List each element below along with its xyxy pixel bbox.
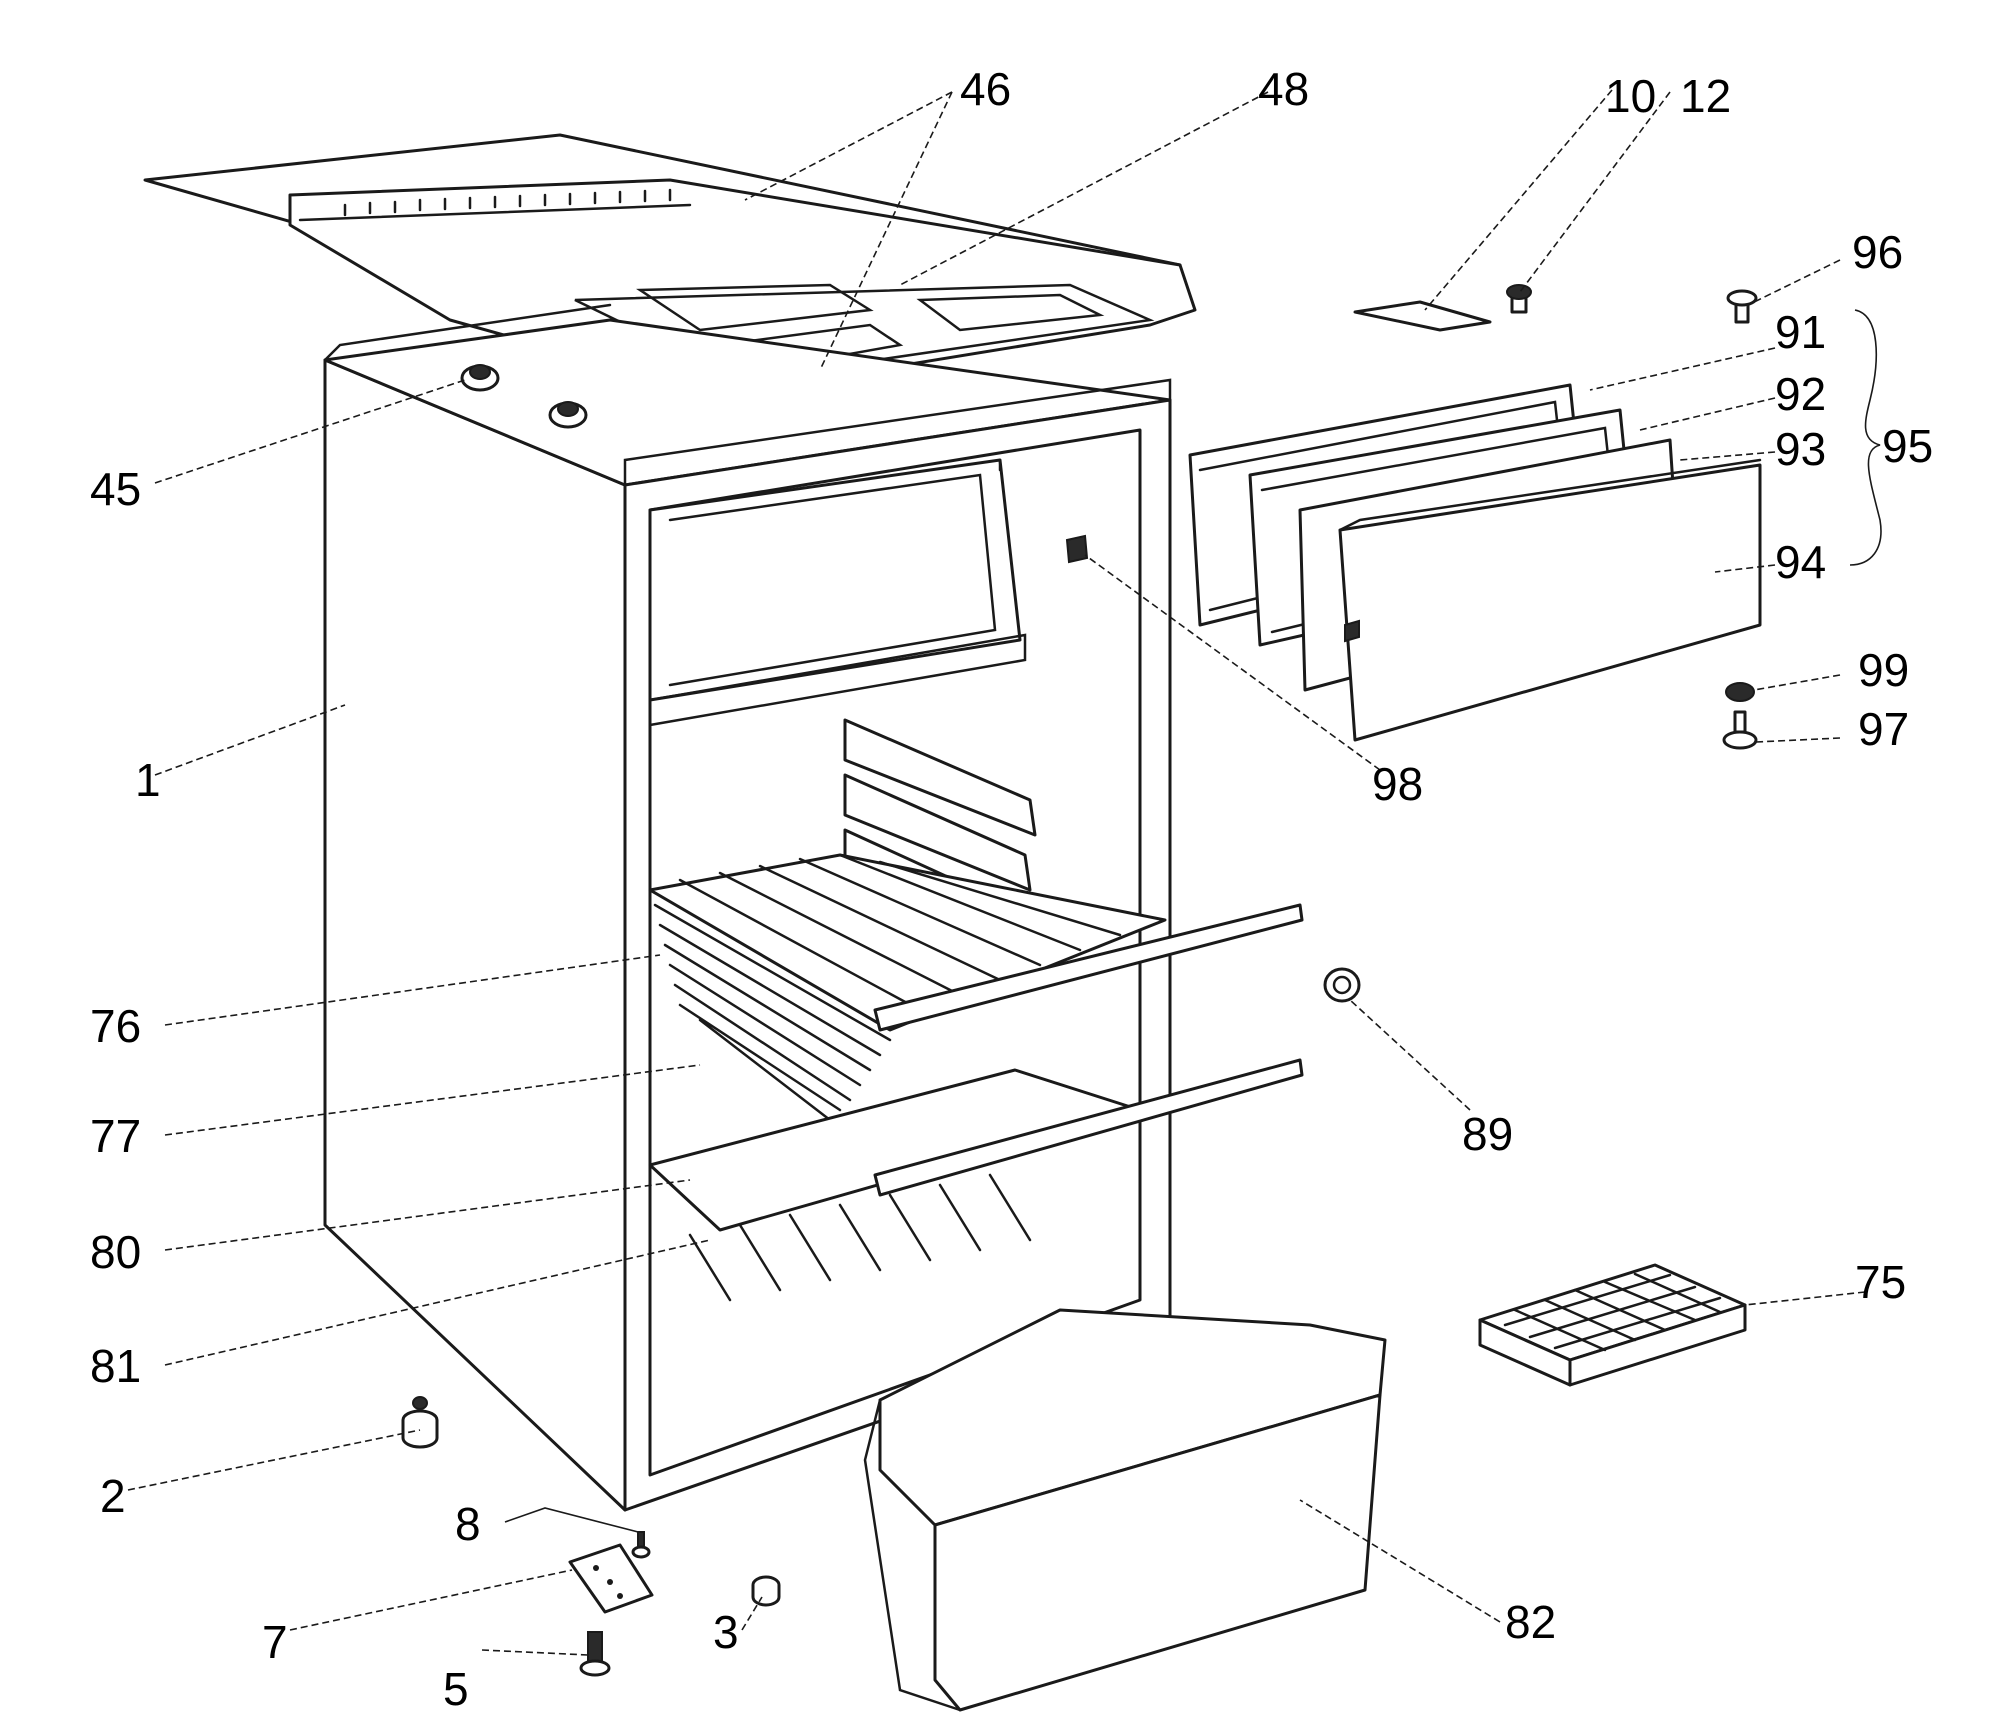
callout-3: 3 <box>713 1606 739 1658</box>
callout-2: 2 <box>100 1470 126 1522</box>
callout-98: 98 <box>1372 758 1423 810</box>
door-bin <box>863 1308 1387 1712</box>
callout-99: 99 <box>1858 644 1909 696</box>
callout-94: 94 <box>1775 536 1826 588</box>
crisper-grille <box>688 1173 1032 1302</box>
callout-10: 10 <box>1605 70 1656 122</box>
callout-7: 7 <box>262 1616 288 1668</box>
glass-shelf <box>648 1058 1304 1232</box>
small-parts <box>401 284 1758 1677</box>
callout-82: 82 <box>1505 1596 1556 1648</box>
callout-45: 45 <box>90 463 141 515</box>
freezer-compartment <box>648 458 1027 727</box>
callout-96: 96 <box>1852 226 1903 278</box>
callout-89: 89 <box>1462 1108 1513 1160</box>
callout-93: 93 <box>1775 423 1826 475</box>
wire-shelf <box>648 853 1304 1122</box>
freezer-door-assembly <box>1188 383 1762 742</box>
callout-95: 95 <box>1882 420 1933 472</box>
callout-97: 97 <box>1858 703 1909 755</box>
callout-46: 46 <box>960 63 1011 115</box>
callout-8: 8 <box>455 1498 481 1550</box>
callout-77: 77 <box>90 1110 141 1162</box>
callout-1: 1 <box>135 754 161 806</box>
ice-tray <box>1478 1263 1747 1387</box>
callout-91: 91 <box>1775 306 1826 358</box>
callout-92: 92 <box>1775 368 1826 420</box>
callout-12: 12 <box>1680 70 1731 122</box>
callout-80: 80 <box>90 1226 141 1278</box>
top-cover <box>143 133 1197 397</box>
callout-75: 75 <box>1855 1256 1906 1308</box>
callout-81: 81 <box>90 1340 141 1392</box>
callout-76: 76 <box>90 1000 141 1052</box>
leader-lines <box>127 89 1882 1656</box>
callout-5: 5 <box>443 1663 469 1715</box>
callout-labels: 1 2 3 5 7 8 10 12 45 46 48 75 76 77 80 8… <box>90 63 1933 1715</box>
callout-48: 48 <box>1258 63 1309 115</box>
